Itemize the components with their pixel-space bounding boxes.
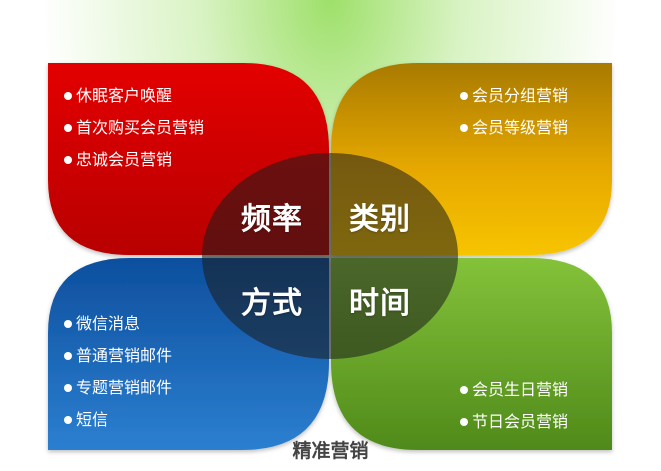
bullet-icon: [460, 92, 468, 100]
center-ellipse: [202, 153, 458, 359]
bullet-icon: [460, 418, 468, 426]
list-item: 会员生日营销: [460, 374, 568, 406]
center-label-time: 时间: [349, 286, 411, 321]
bullet-icon: [460, 124, 468, 132]
list-item: 普通营销邮件: [64, 340, 172, 372]
quadrant-top-left-list: 休眠客户唤醒 首次购买会员营销 忠诚会员营销: [64, 80, 204, 176]
diagram-caption: 精准营销: [292, 440, 369, 462]
bullet-icon: [64, 320, 72, 328]
center-label-method: 方式: [241, 286, 303, 321]
center-label-frequency: 频率: [241, 202, 303, 237]
list-item: 首次购买会员营销: [64, 112, 204, 144]
list-item: 节日会员营销: [460, 406, 568, 438]
bullet-icon: [64, 416, 72, 424]
bullet-icon: [64, 156, 72, 164]
list-item: 专题营销邮件: [64, 372, 172, 404]
quadrant-top-right-list: 会员分组营销 会员等级营销: [460, 80, 568, 144]
list-item: 会员等级营销: [460, 112, 568, 144]
list-item: 会员分组营销: [460, 80, 568, 112]
list-item: 忠诚会员营销: [64, 144, 204, 176]
quadrant-bottom-right-list: 会员生日营销 节日会员营销: [460, 374, 568, 438]
list-item: 微信消息: [64, 308, 172, 340]
bullet-icon: [64, 384, 72, 392]
quadrant-bottom-left-list: 微信消息 普通营销邮件 专题营销邮件 短信: [64, 308, 172, 436]
center-label-category: 类别: [349, 202, 411, 237]
bullet-icon: [64, 92, 72, 100]
bullet-icon: [460, 386, 468, 394]
list-item: 休眠客户唤醒: [64, 80, 204, 112]
bullet-icon: [64, 124, 72, 132]
bullet-icon: [64, 352, 72, 360]
list-item: 短信: [64, 404, 172, 436]
